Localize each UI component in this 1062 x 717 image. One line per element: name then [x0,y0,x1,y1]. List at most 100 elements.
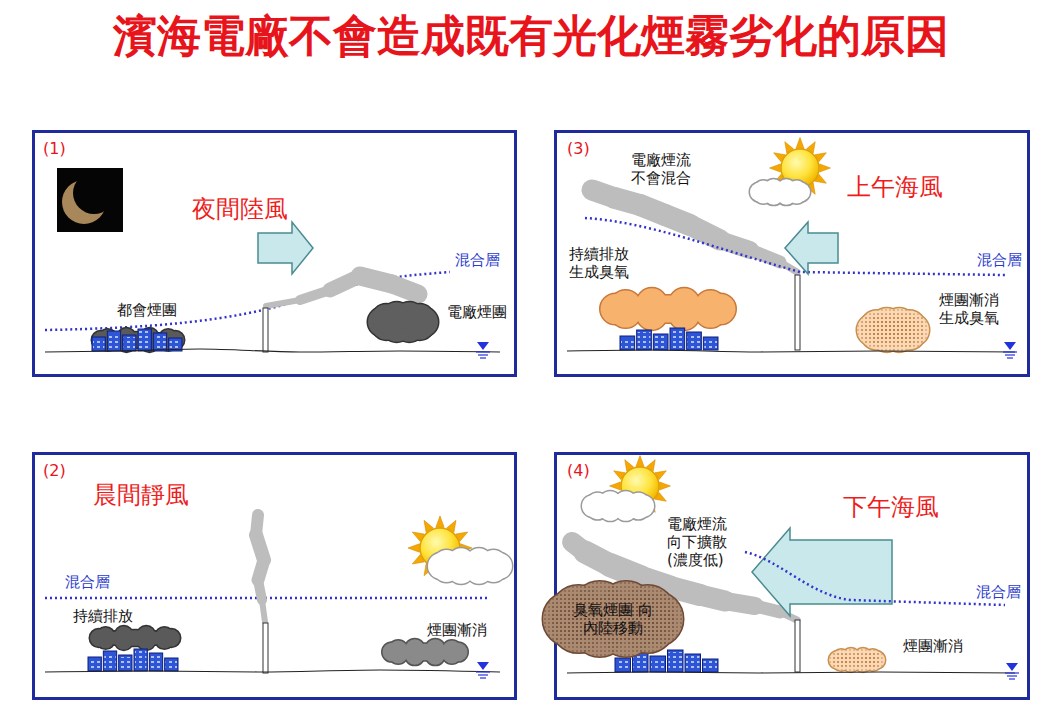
sun-icon [770,138,831,199]
building [703,337,718,350]
water-level-symbol [1003,342,1017,358]
cloud-bump [426,639,445,658]
cloud-bump [481,550,507,576]
city-buildings [88,649,178,671]
cloud-bump [405,304,434,333]
cloud-bump [156,627,173,644]
cloud-bump [138,626,155,643]
ground-line [567,350,1015,352]
city-buildings [92,329,182,351]
note-label: 臭氧煙團 向內陸移動 [573,601,654,637]
building-windows [616,660,630,671]
water-triangle [1004,342,1016,350]
water-line [1005,672,1019,673]
panel-number: (3) [567,139,590,158]
water-line [1007,675,1017,676]
sun-icon [610,456,671,517]
building-windows [634,654,648,671]
scenario-panel: (2)晨間靜風混合層持續排放煙團漸消 [32,452,517,700]
cloud-bump [97,627,114,644]
cloud-bump [864,649,881,666]
building-windows [150,655,161,670]
cloud-bump [481,550,507,576]
plume-segment [256,515,258,535]
cloud-bump [787,181,806,200]
sun-ray [770,164,781,172]
water-line [476,671,490,672]
building-windows [89,659,100,670]
wind-arrow [258,222,313,274]
water-line [1009,678,1015,679]
building-windows [120,657,131,670]
building [134,649,147,671]
mixing-layer-label: 混合層 [65,573,110,591]
note-label: 電廠煙流 向下擴散 (濃度低) [667,515,736,569]
note-label: 煙團漸消 [903,637,963,655]
note-label: 都會煙團 [117,301,177,319]
cloud-bump [787,181,806,200]
chimney-stack [795,275,800,350]
wind-arrow [785,222,838,274]
weather-cloud [428,548,512,584]
building-windows [704,339,717,349]
building-windows [135,651,146,670]
sun-ray [408,544,419,552]
weather-cloud [750,179,810,205]
cloud-bump [695,290,725,320]
note-label: 煙團漸消 生成臭氧 [939,291,1008,327]
building [685,654,701,672]
plume-segment [266,300,300,306]
sun-ray [636,456,644,467]
note-label: 持續排放 生成臭氧 [569,245,638,281]
building-windows [686,656,700,671]
wind-label: 上午海風 [847,173,943,202]
cloud-body [570,595,655,644]
cloud-bump [138,626,155,643]
sun-ray [820,164,831,172]
building [138,329,151,351]
building [653,334,668,350]
ozone-cloud: 臭氧煙團 向內陸移動 [543,581,683,657]
fading-ozone-cloud [857,308,929,351]
mixing-layer-label: 混合層 [976,583,1021,601]
water-level-symbol [476,662,490,678]
wind-label: 晨間靜風 [93,481,189,510]
building [687,332,702,350]
mixing-layer-line [745,552,1005,605]
panel-number: (1) [43,139,66,158]
moon-photo [57,168,123,232]
sun-ray [660,482,671,490]
building [637,330,652,350]
plume-segment [592,190,615,198]
building [668,650,684,672]
mixing-layer-label: 混合層 [977,251,1022,269]
building-windows [139,331,150,350]
wind-label: 夜間陸風 [192,195,288,224]
cloud-bump [893,311,925,343]
diagram-title: 濱海電廠不會造成既有光化煙霧劣化的原因 [0,10,1062,63]
building-windows [108,333,119,350]
cloud-bump [628,493,650,515]
wind-arrow [752,528,892,616]
water-triangle [477,662,489,670]
city-buildings [620,328,718,350]
building [650,656,666,672]
scenario-panel: (3)電廠煙流 不會混合上午海風持續排放 生成臭氧混合層煙團漸消 生成臭氧 [554,130,1030,377]
urban-smoke-cloud [90,626,180,650]
building-windows [170,340,181,350]
panel-number: (4) [567,461,590,480]
chimney-stack [795,620,800,672]
ground-line [45,349,500,352]
cloud-bump [405,639,424,658]
cloud-bump [442,641,461,660]
cloud-bump [611,290,641,320]
building [103,651,116,671]
building-windows [669,652,683,671]
building-windows [651,658,665,671]
cloud-body [570,595,655,644]
cloud-bump [628,493,650,515]
cloud-bump [389,641,408,660]
cloud-bump [611,290,641,320]
